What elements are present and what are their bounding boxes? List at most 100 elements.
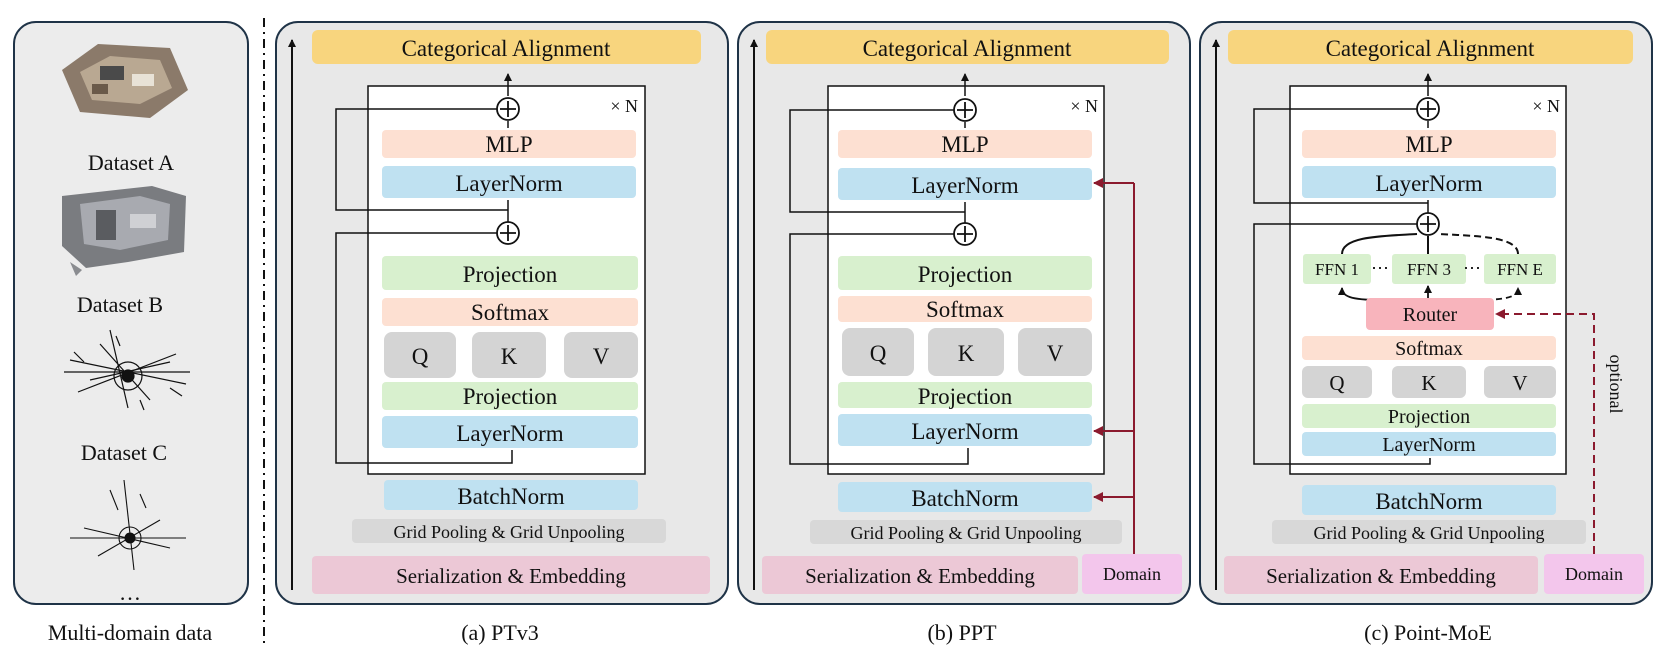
categorical-alignment-block [312, 30, 701, 64]
layernorm-top-block [838, 168, 1092, 200]
projection-top-label: Projection [463, 262, 558, 287]
softmax-block [838, 296, 1092, 322]
caption-ppt: (b) PPT [927, 620, 997, 645]
batchnorm-block [1302, 485, 1556, 515]
ffn-expert-3-label: FFN 3 [1407, 260, 1451, 279]
value-label: V [593, 344, 610, 369]
point-cloud-d-icon [70, 479, 186, 571]
projection-bottom-block [382, 382, 638, 410]
repeat-label: × N [1532, 96, 1560, 116]
query-label: Q [1329, 371, 1344, 395]
optional-label: optional [1606, 355, 1626, 414]
projection-top-block [838, 256, 1092, 290]
categorical-alignment-label: Categorical Alignment [1326, 36, 1535, 61]
mlp-block [1302, 130, 1556, 158]
caption-ptv3: (a) PTv3 [461, 620, 539, 645]
dataset-c-label: Dataset C [81, 440, 167, 465]
query-block [842, 328, 914, 376]
key-block [472, 332, 546, 378]
value-block [1018, 328, 1092, 376]
grid-pooling-block [810, 520, 1122, 544]
layernorm-top-label: LayerNorm [1375, 171, 1482, 196]
categorical-alignment-label: Categorical Alignment [402, 36, 611, 61]
batchnorm-label: BatchNorm [457, 484, 564, 509]
grid-pooling-label: Grid Pooling & Grid Unpooling [850, 523, 1081, 543]
multi-domain-caption: Multi-domain data [48, 620, 213, 645]
optional-domain-arrow [1495, 309, 1595, 554]
batchnorm-label: BatchNorm [1375, 489, 1482, 514]
softmax-label: Softmax [1395, 338, 1463, 360]
mlp-label: MLP [941, 132, 988, 157]
softmax-block [382, 298, 638, 326]
ffn-expert-e [1484, 254, 1556, 284]
categorical-alignment-block [766, 30, 1169, 64]
query-label: Q [870, 341, 887, 366]
key-label: K [1421, 371, 1436, 395]
layernorm-bottom-block [1302, 432, 1556, 456]
domain-prompt-arrows [1093, 178, 1135, 554]
mlp-block [838, 130, 1092, 158]
panel-ptv3: Categorical Alignment × N MLP LayerNorm … [275, 21, 729, 605]
softmax-label: Softmax [471, 300, 549, 325]
softmax-label: Softmax [926, 297, 1004, 322]
panel-point-moe: Categorical Alignment × N MLP LayerNorm … [1199, 21, 1653, 605]
projection-top-block [382, 256, 638, 290]
ffn-expert-1 [1303, 254, 1371, 284]
projection-bottom-block [838, 382, 1092, 408]
grid-pooling-block [1272, 520, 1586, 544]
softmax-block [1302, 336, 1556, 360]
router-block [1366, 298, 1494, 330]
key-block [1392, 366, 1466, 398]
point-cloud-a-icon [62, 44, 188, 118]
ffn-expert-e-label: FFN E [1497, 260, 1543, 279]
grid-pooling-label: Grid Pooling & Grid Unpooling [393, 522, 624, 542]
domain-label: Domain [1565, 564, 1623, 584]
batchnorm-label: BatchNorm [911, 486, 1018, 511]
mlp-label: MLP [1405, 132, 1452, 157]
multi-domain-data-panel: Dataset A Dataset B Dataset C [13, 21, 249, 605]
layernorm-top-block [1302, 166, 1556, 198]
grid-pooling-block [352, 519, 666, 543]
point-cloud-b-icon [62, 186, 186, 276]
categorical-alignment-block [1228, 30, 1633, 64]
batchnorm-block [838, 482, 1092, 512]
ffn-ellipsis: ⋯ [1371, 258, 1389, 278]
value-label: V [1047, 341, 1064, 366]
domain-block [1544, 554, 1644, 594]
query-block [1302, 366, 1372, 398]
value-label: V [1512, 371, 1527, 395]
router-label: Router [1403, 304, 1458, 326]
layernorm-bottom-label: LayerNorm [911, 419, 1018, 444]
repeat-label: × N [610, 96, 638, 116]
serialization-block [312, 556, 710, 594]
serialization-label: Serialization & Embedding [396, 564, 626, 588]
domain-block [1082, 554, 1182, 594]
layernorm-bottom-block [382, 416, 638, 448]
value-block [564, 332, 638, 378]
mlp-label: MLP [485, 132, 532, 157]
layernorm-top-block [382, 166, 636, 198]
value-block [1484, 366, 1556, 398]
panel-ppt: Categorical Alignment × N MLP LayerNorm … [737, 21, 1191, 605]
projection-bottom-label: Projection [463, 384, 558, 409]
layernorm-bottom-label: LayerNorm [456, 421, 563, 446]
layernorm-top-label: LayerNorm [455, 171, 562, 196]
key-label: K [958, 341, 975, 366]
query-block [384, 332, 456, 378]
key-label: K [501, 344, 518, 369]
ffn-ellipsis: ⋯ [1463, 258, 1481, 278]
serialization-label: Serialization & Embedding [1266, 564, 1496, 588]
serialization-block [1224, 556, 1538, 594]
projection-block [1302, 404, 1556, 428]
categorical-alignment-label: Categorical Alignment [863, 36, 1072, 61]
domain-label: Domain [1103, 564, 1161, 584]
grid-pooling-label: Grid Pooling & Grid Unpooling [1313, 523, 1544, 543]
projection-bottom-label: Projection [918, 384, 1013, 409]
layernorm-top-label: LayerNorm [911, 173, 1018, 198]
repeat-label: × N [1070, 96, 1098, 116]
batchnorm-block [384, 480, 638, 510]
ffn-expert-1-label: FFN 1 [1315, 260, 1359, 279]
projection-label: Projection [1388, 406, 1470, 428]
mlp-block [382, 130, 636, 158]
